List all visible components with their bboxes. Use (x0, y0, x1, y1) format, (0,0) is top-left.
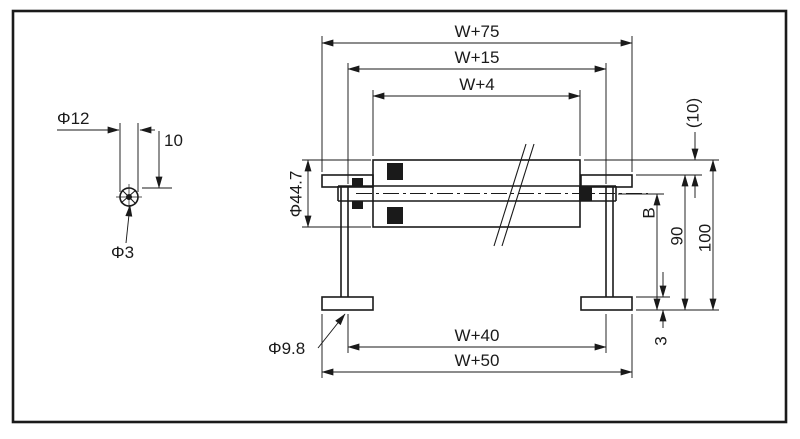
spring-clip-bottom (352, 201, 363, 209)
bearing-block-top (387, 163, 403, 180)
label-detail-offset10: 10 (164, 131, 183, 150)
filled-details (126, 163, 592, 224)
part-geometry (116, 143, 633, 311)
label-w4: W+4 (459, 75, 494, 94)
label-dim-100: 100 (696, 224, 715, 252)
label-detail-dia12: Φ12 (57, 109, 89, 128)
label-w15: W+15 (455, 48, 500, 67)
inner-hole (126, 194, 132, 200)
label-w50: W+50 (455, 351, 500, 370)
break-lines (493, 143, 535, 247)
label-dim-3: 3 (652, 336, 671, 345)
roller-shaft (337, 185, 617, 202)
left-frame (321, 174, 374, 311)
leader-dia3 (125, 204, 133, 244)
label-dim-b: B (640, 207, 659, 218)
label-w75: W+75 (455, 22, 500, 41)
spring-clip-top (352, 178, 363, 186)
label-roller-diameter: Φ44.7 (287, 171, 306, 218)
label-dim-90: 90 (668, 227, 687, 246)
extension-lines (119, 36, 719, 378)
label-ref-10: (10) (684, 98, 703, 128)
bearing-block-bottom (387, 207, 403, 224)
drawing-border-frame (11, 9, 788, 424)
label-w40: W+40 (455, 326, 500, 345)
label-detail-dia3: Φ3 (111, 243, 134, 262)
labels: W+75 W+15 W+4 W+40 W+50 Φ44.7 Φ12 10 Φ3 … (57, 22, 715, 370)
right-frame (580, 174, 633, 311)
leader-mount-hole (317, 313, 346, 349)
dimension-lines (57, 39, 717, 376)
label-mount-hole-dia: Φ9.8 (268, 339, 305, 358)
